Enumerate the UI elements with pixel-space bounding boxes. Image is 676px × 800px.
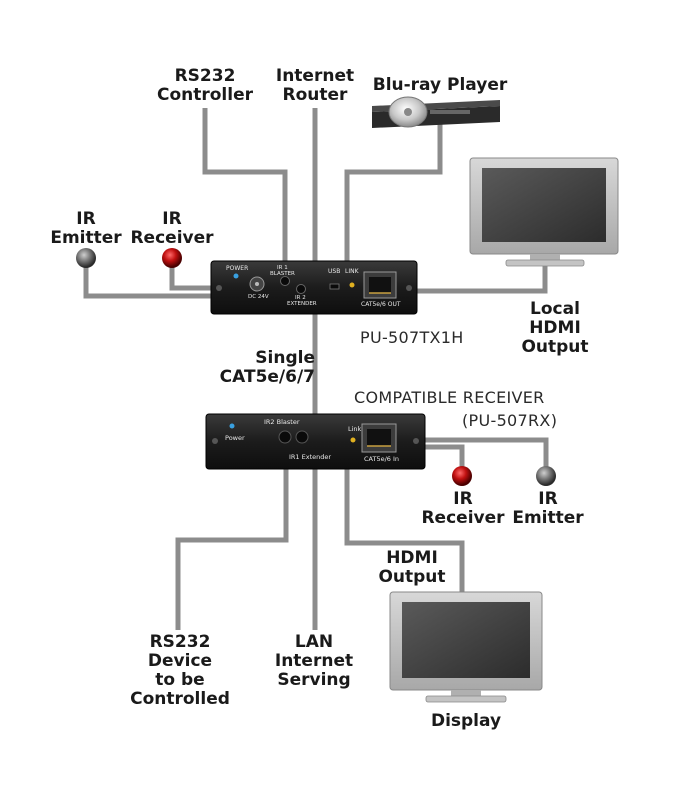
rx-link-label: Link xyxy=(348,425,362,433)
rx-cat-in-label: CAT5e/6 In xyxy=(364,455,399,463)
label-rx-model: (PU-507RX) xyxy=(462,411,558,430)
cable-rs232-controller xyxy=(202,108,288,262)
tx-blaster-label: BLASTER xyxy=(270,271,295,277)
cable-ir-emitter-bottom xyxy=(424,437,549,470)
label-local-hdmi-output: Local HDMI Output xyxy=(521,299,589,357)
transmitter-device: POWER IR 1 BLASTER DC 24V IR 2 EXTENDER … xyxy=(210,260,418,315)
tx-link-label: LINK xyxy=(345,268,360,275)
ir-emitter-top-icon xyxy=(76,248,96,268)
tx-ir2-label: IR 2 xyxy=(295,295,306,301)
label-ir-receiver-bottom: IR Receiver xyxy=(421,489,505,528)
cable-bluray xyxy=(344,122,443,262)
label-rs232-device: RS232 Device to be Controlled xyxy=(130,632,230,709)
tx-cat-out-label: CAT5e/6 OUT xyxy=(361,301,401,308)
cables xyxy=(83,108,549,630)
ir-emitter-bottom-icon xyxy=(536,466,556,486)
rx-ir1-extender-label: IR1 Extender xyxy=(289,453,331,461)
display-tv-icon xyxy=(389,591,543,703)
cable-local-hdmi xyxy=(416,265,548,294)
label-ir-receiver-top: IR Receiver xyxy=(130,209,214,248)
label-internet-router: Internet Router xyxy=(275,66,355,105)
label-hdmi-output: HDMI Output xyxy=(378,548,446,587)
rx-ir2-blaster-label: IR2 Blaster xyxy=(264,418,300,426)
label-bluray-player: Blu-ray Player xyxy=(372,75,508,95)
label-lan-internet: LAN Internet Serving xyxy=(274,632,354,690)
label-display: Display xyxy=(430,711,502,731)
rx-power-label: Power xyxy=(225,434,245,442)
tx-power-label: POWER xyxy=(226,265,248,272)
label-compatible-receiver: COMPATIBLE RECEIVER xyxy=(354,388,545,407)
ir-receiver-bottom-icon xyxy=(452,466,472,486)
local-tv-icon xyxy=(469,157,619,267)
label-tx-model: PU-507TX1H xyxy=(360,328,464,347)
label-single-cat: Single CAT5e/6/7 xyxy=(219,348,315,387)
cable-ir-receiver-top xyxy=(169,262,213,291)
cable-ir-receiver-bottom xyxy=(424,444,465,470)
cable-rs232-device xyxy=(175,469,289,630)
receiver-device: Power IR2 Blaster IR1 Extender Link CAT5… xyxy=(205,413,426,470)
tx-extender-label: EXTENDER xyxy=(287,301,317,307)
bluray-player-icon xyxy=(372,96,500,128)
tx-dc-label: DC 24V xyxy=(248,294,269,300)
tx-usb-label: USB xyxy=(328,268,340,275)
cable-ir-emitter-top xyxy=(83,262,213,299)
label-ir-emitter-top: IR Emitter xyxy=(50,209,122,248)
label-rs232-controller: RS232 Controller xyxy=(156,66,253,105)
tx-ir1-label: IR 1 xyxy=(277,265,288,271)
ir-receiver-top-icon xyxy=(162,248,182,268)
cable-hdmi-display xyxy=(344,469,465,595)
label-ir-emitter-bottom: IR Emitter xyxy=(512,489,584,528)
